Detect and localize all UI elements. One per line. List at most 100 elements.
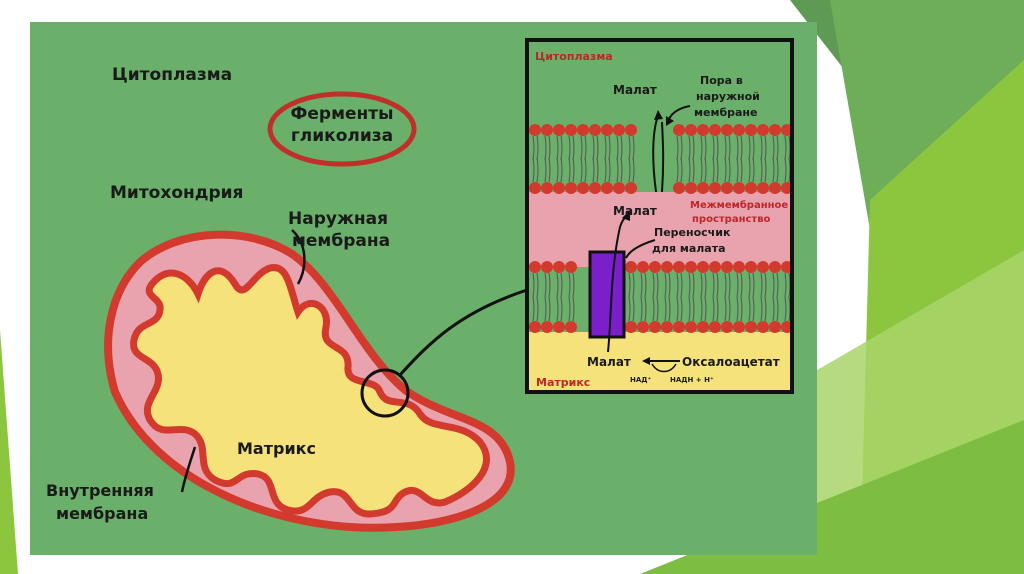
lipid-tail [620,157,623,183]
lipid-tail [740,272,743,298]
inset-matrix-label: Матрикс [536,376,590,389]
lipid-head [733,261,745,273]
inset-malate-bottom: Малат [587,355,631,369]
lipid-tail [692,135,695,161]
lipid-head [709,321,721,333]
lipid-tail [740,296,743,322]
lipid-head [637,261,649,273]
lipid-tail [628,157,631,183]
lipid-head [757,321,769,333]
lipid-head [697,124,709,136]
lipid-head [685,182,697,194]
lipid-tail [776,272,779,298]
lipid-head [625,124,637,136]
lipid-head [589,182,601,194]
lipid-tail [652,272,655,298]
lipid-tail [692,296,695,322]
lipid-tail [532,157,535,183]
lipid-tail [728,135,731,161]
lipid-tail [736,272,739,298]
lipid-head [613,124,625,136]
lipid-tail [776,296,779,322]
lipid-tail [536,135,539,161]
lipid-tail [716,272,719,298]
carrier-pointer [625,239,656,259]
lipid-tail [572,157,575,183]
lipid-head [553,182,565,194]
lipid-tail [704,272,707,298]
malate-carrier[interactable] [588,250,626,339]
lipid-head [673,124,685,136]
lipid-tail [632,272,635,298]
inset-cytoplasm-label: Цитоплазма [535,50,613,63]
lipid-tail [544,157,547,183]
lipid-tail [704,157,707,183]
lipid-tail [776,135,779,161]
lipid-head [565,261,577,273]
lipid-tail [784,272,787,298]
lipid-head [637,321,649,333]
lipid-tail [680,157,683,183]
lipid-tail [712,272,715,298]
lipid-tail [760,157,763,183]
lipid-tail [748,296,751,322]
lipid-tail [536,157,539,183]
diagram-panel: Цитоплазма Ферменты гликолиза Митохондри… [30,22,817,555]
lipid-head [769,261,781,273]
lipid-tail [572,135,575,161]
lipid-head [697,261,709,273]
lipid-head [529,124,541,136]
lipid-head [721,124,733,136]
lipid-tail [760,296,763,322]
lipid-tail [556,135,559,161]
lipid-tail [604,157,607,183]
outer-membrane-label-line1: Наружная [288,209,388,229]
lipid-tail [632,135,635,161]
lipid-head [733,182,745,194]
lipid-tail [784,296,787,322]
lipid-tail [748,157,751,183]
pore-label-line1: Пора в [700,74,743,87]
lipid-tail [680,296,683,322]
lipid-head [733,321,745,333]
lipid-tail [772,157,775,183]
lipid-tail [676,296,679,322]
lipid-tail [692,157,695,183]
lipid-tail [688,135,691,161]
lipid-tail [656,296,659,322]
lipid-tail [680,135,683,161]
lipid-tail [580,135,583,161]
inner-membrane-bilayer [529,261,793,333]
inset-malate-top: Малат [613,83,657,97]
lipid-head [733,124,745,136]
inner-membrane-label-line1: Внутренняя [46,481,154,500]
zoom-circle [360,368,410,418]
lipid-tail [544,272,547,298]
lipid-tail [584,157,587,183]
pore-label-line3: мембране [694,106,757,119]
lipid-head [769,321,781,333]
lipid-tail [752,296,755,322]
lipid-tail [608,157,611,183]
carrier-label-line2: для малата [652,242,726,255]
lipid-tail [716,157,719,183]
outer-membrane-label-line2: мембрана [292,231,390,251]
outer-membrane-pointer [291,229,306,285]
inset-border [525,38,794,394]
lipid-tail [584,135,587,161]
lipid-tail [536,296,539,322]
glycolysis-label-line1: Ферменты [291,104,394,124]
lipid-tail [572,272,575,298]
lipid-head [553,261,565,273]
lipid-tail [784,135,787,161]
lipid-head [661,261,673,273]
matrix-label: Матрикс [237,439,316,458]
lipid-tail [664,296,667,322]
lipid-head [541,124,553,136]
lipid-tail [712,157,715,183]
lipid-head [709,182,721,194]
lipid-head [745,321,757,333]
pore-arrow-left-head [654,110,663,120]
inner-membrane-pointer [180,446,197,493]
lipid-tail [544,296,547,322]
